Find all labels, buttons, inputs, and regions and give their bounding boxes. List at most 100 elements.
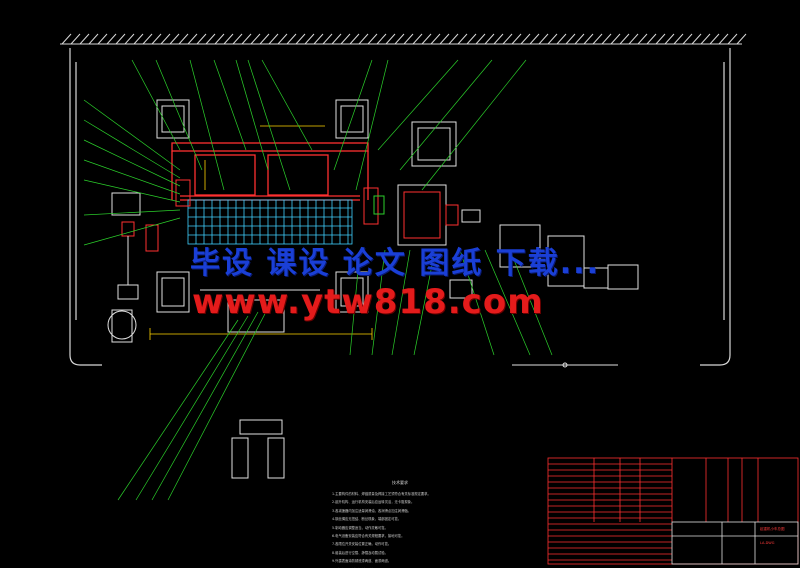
hatch-stroke — [277, 33, 288, 45]
hatch-stroke — [286, 33, 297, 45]
hatch-stroke — [412, 33, 423, 45]
note-item: 2.起升机构、运行机构安装后应运转灵活，无卡阻现象。 — [332, 500, 415, 505]
hatch-stroke — [646, 33, 657, 45]
hatch-stroke — [196, 33, 207, 45]
frame-rails — [69, 48, 731, 366]
hatch-stroke — [574, 33, 585, 45]
hatch-stroke — [223, 33, 234, 45]
hatch-stroke — [421, 33, 432, 45]
hatch-stroke — [691, 33, 702, 45]
hatch-stroke — [403, 33, 414, 45]
hatch-stroke — [106, 33, 117, 45]
hatch-stroke — [160, 33, 171, 45]
leader-line — [83, 217, 181, 246]
hatch-stroke — [358, 33, 369, 45]
hatch-stroke — [430, 33, 441, 45]
note-item: 1.主要构件的材料、焊缝质量及焊接工艺须符合有关标准规定要求。 — [332, 492, 431, 496]
hatch-stroke — [529, 33, 540, 45]
leader-line — [83, 119, 181, 179]
hatch-stroke — [493, 33, 504, 45]
leader-line — [377, 59, 459, 151]
leader-line — [413, 249, 436, 356]
hatch-stroke — [727, 33, 738, 45]
hatch-stroke — [169, 33, 180, 45]
leader-line — [247, 59, 291, 191]
leader-line — [189, 59, 225, 191]
leader-line — [131, 59, 181, 151]
hatch-stroke — [367, 33, 378, 45]
hatch-stroke — [637, 33, 648, 45]
leader-line — [151, 311, 259, 501]
leader-line — [421, 59, 527, 191]
leader-line — [355, 59, 389, 191]
leader-line — [83, 209, 181, 216]
hatch-stroke — [313, 33, 324, 45]
note-item: 4.钢丝绳应无扭结、断丝现象，端部固定可靠。 — [332, 517, 402, 522]
hatch-stroke — [664, 33, 675, 45]
leader-line — [155, 59, 203, 171]
bottom-bracket — [200, 289, 320, 333]
hatch-stroke — [556, 33, 567, 45]
hatch-stroke — [187, 33, 198, 45]
hatch-stroke — [655, 33, 666, 45]
motor-assembly — [397, 184, 639, 368]
hatch-stroke — [295, 33, 306, 45]
hatch-stroke — [709, 33, 720, 45]
main-frame — [171, 142, 369, 201]
hatch-stroke — [124, 33, 135, 45]
note-item: 8.组装后进行空载、静载及动载试验。 — [332, 550, 388, 555]
hatch-stroke — [79, 33, 90, 45]
hatch-stroke — [466, 33, 477, 45]
hatch-stroke — [268, 33, 279, 45]
hook-assembly — [107, 179, 385, 343]
hatch-stroke — [322, 33, 333, 45]
hatch-stroke — [502, 33, 513, 45]
hatch-stroke — [592, 33, 603, 45]
hatch-stroke — [538, 33, 549, 45]
hatch-stroke — [619, 33, 630, 45]
hatch-stroke — [178, 33, 189, 45]
leader-line — [135, 315, 249, 501]
leader-line — [117, 319, 239, 501]
hatch-stroke — [331, 33, 342, 45]
hatch-stroke — [97, 33, 108, 45]
hatch-stroke — [547, 33, 558, 45]
title-block-code: LA-DWG — [760, 541, 775, 545]
hatch-stroke — [232, 33, 243, 45]
hatch-stroke — [520, 33, 531, 45]
hatch-stroke — [700, 33, 711, 45]
hatch-stroke — [250, 33, 261, 45]
leader-line — [261, 59, 313, 151]
hatch-stroke — [376, 33, 387, 45]
hatch-stroke — [457, 33, 468, 45]
hatch-stroke — [394, 33, 405, 45]
hatch-stroke — [115, 33, 126, 45]
note-item: 9.外露表面涂防锈底漆两道、面漆两道。 — [332, 559, 392, 564]
watermark-chinese: 毕设 课设 论文 图纸 下载... — [190, 246, 600, 281]
notes-title: 技术要求 — [392, 480, 408, 485]
hatch-stroke — [385, 33, 396, 45]
hoist-drum — [187, 199, 353, 245]
hatch-stroke — [628, 33, 639, 45]
leader-line — [349, 249, 361, 356]
leader-line — [371, 249, 386, 356]
hatch-stroke — [673, 33, 684, 45]
leader-line — [333, 59, 373, 171]
hatch-stroke — [70, 33, 81, 45]
leader-line — [235, 59, 269, 171]
hatch-stroke — [88, 33, 99, 45]
leader-line — [399, 59, 493, 171]
title-block — [547, 457, 799, 565]
ceiling-hatch — [60, 33, 747, 45]
hatch-stroke — [601, 33, 612, 45]
leader-line — [391, 249, 411, 356]
note-item: 6.电气设备安装应符合有关规程要求，接地可靠。 — [332, 534, 405, 539]
note-item: 7.各限位开关安装位置正确，动作可靠。 — [332, 542, 392, 547]
leader-line — [83, 99, 181, 171]
watermark-url: www.ytw818.com — [192, 282, 544, 322]
hatch-stroke — [484, 33, 495, 45]
hatch-stroke — [565, 33, 576, 45]
hatch-stroke — [304, 33, 315, 45]
